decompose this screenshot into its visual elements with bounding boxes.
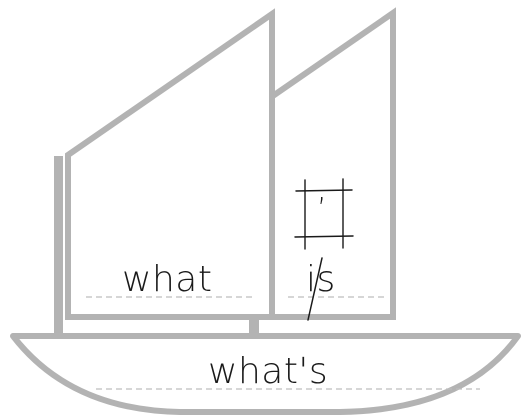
- apostrophe-mark: ’: [317, 192, 327, 227]
- mast: [54, 156, 63, 336]
- word-what: what: [122, 259, 212, 300]
- word-whats: what's: [208, 351, 328, 392]
